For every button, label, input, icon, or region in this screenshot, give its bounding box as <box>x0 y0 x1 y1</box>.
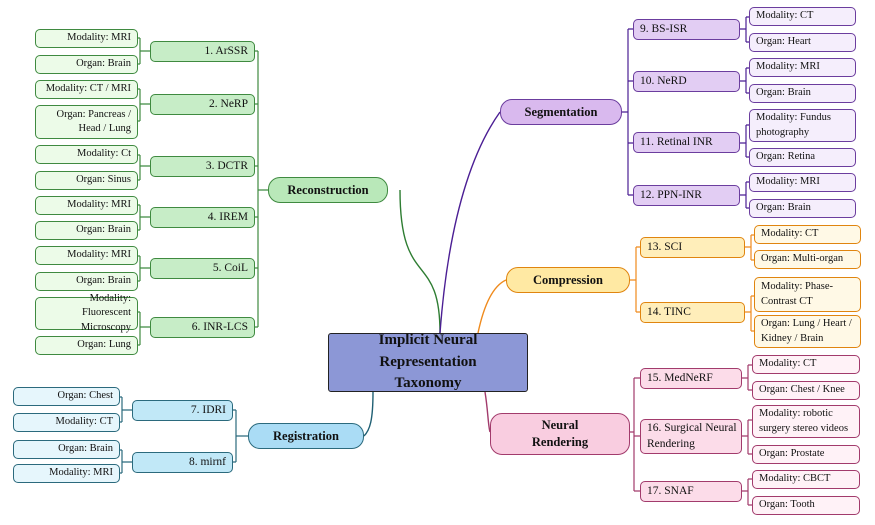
method-node: 9. BS-ISR <box>633 19 740 40</box>
method-node: 2. NeRP <box>150 94 255 115</box>
edge-seg-methods <box>628 28 633 196</box>
modality-node: Modality: robotic surgery stereo videos <box>752 405 860 438</box>
edge-reg-leaves <box>120 396 132 474</box>
modality-node: Modality: MRI <box>35 29 138 48</box>
modality-node: Modality: Fluorescent Microscopy <box>35 293 138 333</box>
edge-root-registration <box>363 391 374 437</box>
organ-node: Organ: Heart <box>749 33 856 52</box>
organ-node: Organ: Chest / Knee <box>752 381 860 400</box>
modality-node: Modality: CT <box>754 225 861 244</box>
modality-node: Modality: MRI <box>749 173 856 192</box>
edge-nr-leaves <box>742 364 752 506</box>
organ-node: Organ: Multi-organ <box>754 250 861 269</box>
organ-node: Organ: Lung <box>35 336 138 355</box>
edge-root-neural-rendering <box>484 391 491 433</box>
organ-node: Organ: Retina <box>749 148 856 167</box>
modality-node: Modality: Phase-Contrast CT <box>754 277 861 312</box>
edge-root-segmentation <box>439 111 501 334</box>
method-node: 16. Surgical Neural Rendering <box>640 419 742 454</box>
method-node: 7. IDRI <box>132 400 233 421</box>
organ-node: Organ: Brain <box>35 221 138 240</box>
method-node: 4. IREM <box>150 207 255 228</box>
modality-node: Modality: Ct <box>35 145 138 164</box>
edge-recon-methods <box>255 50 258 328</box>
organ-node: Organ: Chest <box>13 387 120 406</box>
category-registration: Registration <box>248 423 364 449</box>
method-node: 1. ArSSR <box>150 41 255 62</box>
modality-node: Modality: MRI <box>35 246 138 265</box>
organ-node: Organ: Pancreas / Head / Lung <box>35 105 138 139</box>
organ-node: Organ: Sinus <box>35 171 138 190</box>
modality-node: Modality: MRI <box>13 464 120 483</box>
method-node: 8. mirnf <box>132 452 233 473</box>
method-node: 11. Retinal INR <box>633 132 740 153</box>
method-node: 3. DCTR <box>150 156 255 177</box>
method-node: 10. NeRD <box>633 71 740 92</box>
organ-node: Organ: Brain <box>749 199 856 218</box>
modality-node: Modality: Fundus photography <box>749 109 856 142</box>
modality-node: Modality: CT / MRI <box>35 80 138 99</box>
modality-node: Modality: CT <box>749 7 856 26</box>
edge-recon-leaves <box>138 37 150 346</box>
method-node: 17. SNAF <box>640 481 742 502</box>
modality-node: Modality: MRI <box>35 196 138 215</box>
organ-node: Organ: Tooth <box>752 496 860 515</box>
edge-seg-trunk <box>622 29 629 195</box>
organ-node: Organ: Brain <box>35 55 138 74</box>
category-segmentation: Segmentation <box>500 99 622 125</box>
organ-node: Organ: Brain <box>13 440 120 459</box>
edge-seg-leaves <box>740 16 749 209</box>
method-node: 14. TINC <box>640 302 745 323</box>
category-reconstruction: Reconstruction <box>268 177 388 203</box>
organ-node: Organ: Lung / Heart / Kidney / Brain <box>754 315 861 348</box>
organ-node: Organ: Brain <box>35 272 138 291</box>
modality-node: Modality: MRI <box>749 58 856 77</box>
method-node: 5. CoiL <box>150 258 255 279</box>
category-neural-rendering: Neural Rendering <box>490 413 630 455</box>
edge-reg-trunk <box>233 409 248 463</box>
method-node: 15. MedNeRF <box>640 368 742 389</box>
edge-nr-trunk <box>630 378 635 491</box>
edge-recon-trunk <box>257 51 268 327</box>
root-node: Implicit Neural Representation Taxonomy <box>328 332 528 392</box>
organ-node: Organ: Brain <box>749 84 856 103</box>
category-compression: Compression <box>506 267 630 293</box>
edge-nr-methods <box>634 377 640 492</box>
organ-node: Organ: Prostate <box>752 445 860 464</box>
method-node: 6. INR-LCS <box>150 317 255 338</box>
modality-node: Modality: CT <box>13 413 120 432</box>
edge-root-reconstruction <box>399 189 441 334</box>
edge-root-compression <box>477 279 507 334</box>
modality-node: Modality: CBCT <box>752 470 860 489</box>
method-node: 12. PPN-INR <box>633 185 740 206</box>
edge-comp-trunk <box>630 246 640 313</box>
modality-node: Modality: CT <box>752 355 860 374</box>
edge-comp-leaves <box>745 234 754 332</box>
method-node: 13. SCI <box>640 237 745 258</box>
